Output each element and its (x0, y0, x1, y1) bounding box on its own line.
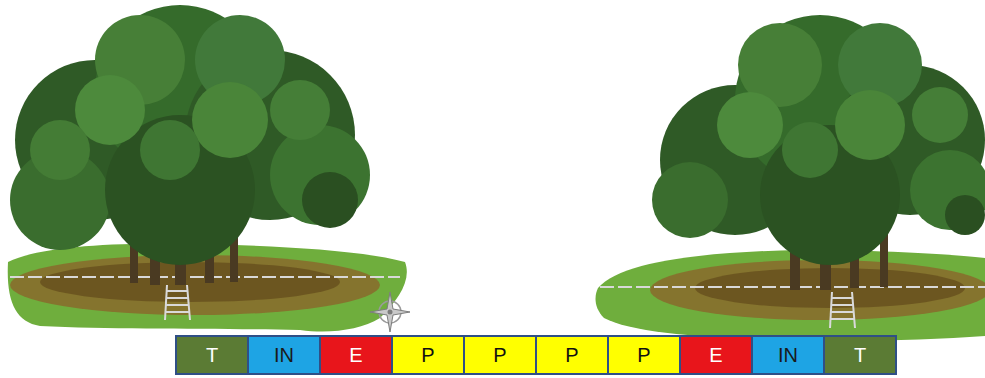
tree-shadow (650, 260, 985, 320)
cell-label: E (349, 345, 362, 365)
tree-canopy (10, 5, 370, 265)
inner-cell: IN (751, 335, 825, 375)
tree-cell: T (823, 335, 897, 375)
cell-label: T (854, 345, 866, 365)
inner-cell: IN (247, 335, 321, 375)
cell-label: P (565, 345, 578, 365)
plot-cell: P (607, 335, 681, 375)
plot-cell: P (391, 335, 465, 375)
cell-label: E (709, 345, 722, 365)
tree-cell: T (175, 335, 249, 375)
tree-shadow (40, 262, 340, 302)
cell-label: T (206, 345, 218, 365)
tree-shadow (10, 255, 380, 315)
ladder (165, 285, 190, 320)
cell-label: IN (778, 345, 798, 365)
plot-cell: P (535, 335, 609, 375)
ladder (830, 292, 855, 328)
compass-rose (370, 292, 410, 332)
cell-label: IN (274, 345, 294, 365)
edge-cell: E (679, 335, 753, 375)
cell-label: P (493, 345, 506, 365)
edge-cell: E (319, 335, 393, 375)
cell-label: P (637, 345, 650, 365)
plot-cell: P (463, 335, 537, 375)
tree-canopy (652, 15, 985, 265)
cell-label: P (421, 345, 434, 365)
